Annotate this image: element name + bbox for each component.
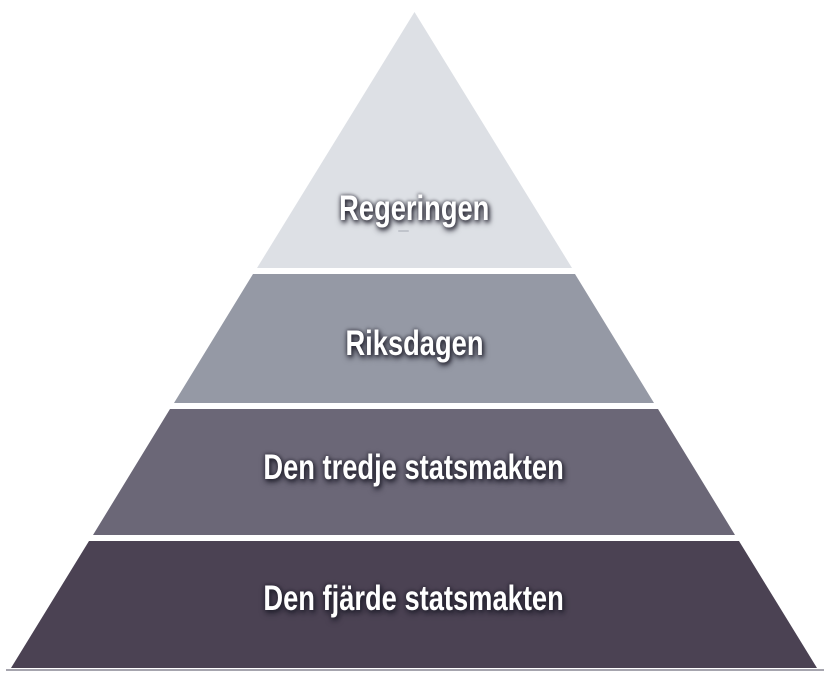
pyramid-level-2-label: Riksdagen [0,324,828,364]
pyramid-level-2-label-text: Riksdagen [344,324,484,363]
pyramid-level-3-label-text: Den tredje statsmakten [263,448,565,487]
pyramid-level-4-label-text: Den fjärde statsmakten [263,579,565,618]
pyramid-level-1-label: Regeringen [0,189,828,229]
pyramid-level-3-label: Den tredje statsmakten [0,448,828,488]
pyramid-level-regeringen [257,12,572,268]
pyramid-level-4-label: Den fjärde statsmakten [0,579,828,619]
pyramid-level-tredje-statsmakten [93,409,735,535]
pyramid-level-fjarde-statsmakten [11,541,817,668]
pyramid-baseline [6,669,824,671]
artifact-dash [398,230,409,232]
pyramid-level-1-label-text: Regeringen [338,189,490,228]
pyramid-level-riksdagen [174,274,654,403]
